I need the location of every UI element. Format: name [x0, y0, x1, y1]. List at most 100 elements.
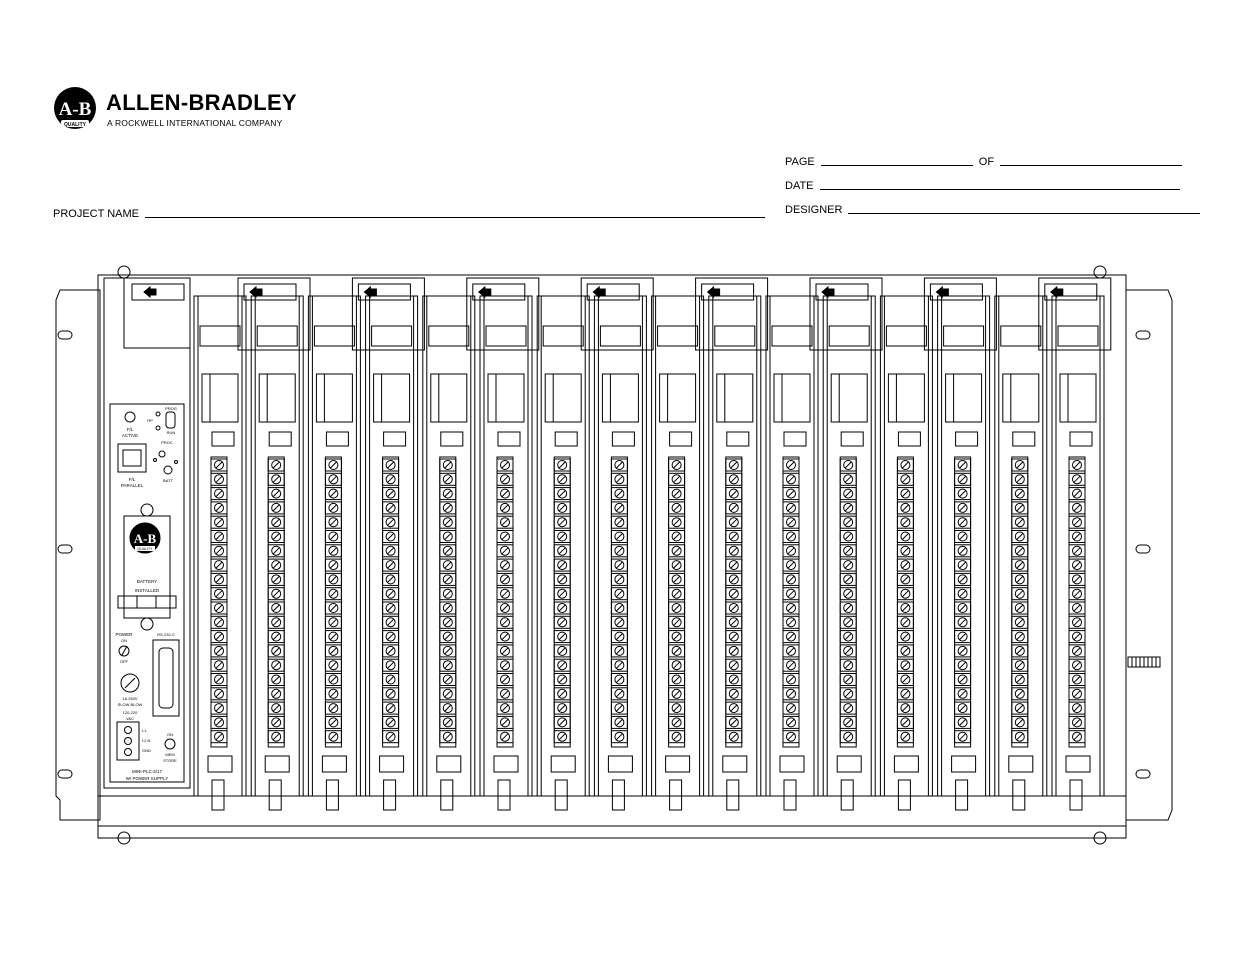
terminal-screw-icon: [843, 603, 854, 613]
module-extractor-handle[interactable]: [466, 277, 540, 351]
project-name-field[interactable]: PROJECT NAME: [53, 208, 765, 220]
terminal-cell: [439, 458, 457, 472]
terminal-screw-icon: [1072, 631, 1082, 642]
io-module-slot[interactable]: [536, 295, 590, 811]
module-extractor-handle[interactable]: [923, 277, 997, 351]
terminal-screw-icon: [957, 688, 968, 699]
page-line[interactable]: [820, 165, 973, 166]
terminal-cell: [782, 587, 800, 601]
terminal-cell: [553, 730, 571, 744]
io-module-body: [1051, 295, 1105, 797]
terminal-screw-icon: [385, 674, 396, 685]
terminal-cell: [439, 615, 457, 629]
io-module-slot[interactable]: [765, 295, 819, 811]
terminal-cell: [496, 644, 514, 658]
io-module-slot[interactable]: [651, 295, 705, 811]
io-module-top-cap: [599, 325, 641, 347]
io-module-slot[interactable]: [937, 295, 991, 811]
io-module-slot[interactable]: [1051, 295, 1105, 811]
logo-mark-text: A-B: [59, 99, 92, 120]
terminal-cell: [267, 730, 285, 744]
io-module-slot[interactable]: [422, 295, 476, 811]
fuse-holder[interactable]: [120, 673, 140, 693]
terminal-screw-icon: [385, 731, 396, 742]
terminal-cell: [1068, 701, 1086, 715]
io-module-bottom-latch: [779, 755, 805, 773]
module-extractor-handle[interactable]: [695, 277, 769, 351]
terminal-cell: [267, 701, 285, 715]
io-module-slot[interactable]: [250, 295, 304, 811]
date-field[interactable]: DATE: [785, 180, 1180, 192]
module-extractor-handle[interactable]: [1038, 277, 1112, 351]
terminal-screw-icon: [728, 545, 739, 556]
terminal-screw-icon: [671, 617, 682, 628]
module-extractor-handle[interactable]: [237, 277, 311, 351]
io-module-body: [307, 295, 361, 797]
io-module-slot[interactable]: [365, 295, 419, 811]
designer-field[interactable]: DESIGNER: [785, 204, 1201, 216]
terminal-screw-icon: [728, 688, 739, 699]
battery-cover-screw-top[interactable]: [140, 503, 154, 517]
io-module-slot[interactable]: [822, 295, 876, 811]
terminal-cell: [382, 673, 400, 686]
terminal-screw-icon: [843, 688, 854, 699]
parallel-port[interactable]: [117, 443, 147, 473]
terminal-screw-icon: [1072, 502, 1082, 513]
io-module-slot[interactable]: [307, 295, 361, 811]
brand-name: ALLEN-BRADLEY: [106, 90, 297, 115]
io-module-body: [651, 295, 705, 797]
terminal-screw-icon: [843, 660, 854, 671]
terminal-cell: [496, 658, 514, 672]
project-name-line[interactable]: [144, 217, 765, 218]
io-module-slot[interactable]: [193, 295, 247, 811]
terminal-screw-icon: [557, 731, 568, 742]
power-terminal-block[interactable]: [116, 721, 140, 761]
terminal-screw-icon: [328, 474, 339, 485]
power-switch[interactable]: [118, 645, 130, 657]
io-module-slot[interactable]: [479, 295, 533, 811]
extractor-body: [466, 277, 540, 351]
terminal-screw-icon: [557, 474, 568, 485]
io-module-body: [365, 295, 419, 797]
terminal-cell: [896, 530, 914, 543]
io-module-release-tab: [955, 779, 969, 811]
terminal-cell: [1068, 673, 1086, 686]
io-module-slot[interactable]: [879, 295, 933, 811]
terminal-screw-icon: [1014, 588, 1025, 599]
io-module-slot[interactable]: [593, 295, 647, 811]
of-label: OF: [978, 156, 995, 168]
terminal-cell: [1011, 687, 1029, 701]
terminal-cell: [725, 701, 743, 715]
terminal-screw-icon: [500, 574, 510, 585]
rs232-connector[interactable]: [152, 639, 180, 717]
terminal-screw-icon: [786, 617, 796, 628]
terminal-screw-icon: [328, 631, 339, 642]
extractor-grip: [701, 283, 755, 301]
mount-slot-right-1: [1135, 330, 1151, 340]
module-extractor-handle[interactable]: [580, 277, 654, 351]
io-module-slot[interactable]: [994, 295, 1048, 811]
terminal-cell: [210, 601, 228, 615]
module-extractor-handle[interactable]: [351, 277, 425, 351]
battery-cover-screw-bottom[interactable]: [140, 617, 154, 631]
terminal-cell: [324, 630, 342, 644]
designer-line[interactable]: [848, 213, 1201, 214]
io-module-slot[interactable]: [708, 295, 762, 811]
extractor-grip: [243, 283, 297, 301]
terminal-screw-icon: [900, 588, 911, 599]
page-field[interactable]: PAGE OF: [785, 156, 1183, 168]
terminal-screw-icon: [328, 645, 339, 656]
of-line[interactable]: [1000, 165, 1183, 166]
mem-store-switch[interactable]: [164, 738, 176, 750]
terminal-screw-icon: [442, 717, 453, 728]
mode-keyswitch[interactable]: [165, 411, 176, 429]
terminal-cell: [1068, 615, 1086, 629]
terminal-screw-icon: [671, 645, 682, 656]
date-line[interactable]: [819, 189, 1180, 190]
module-extractor-handle[interactable]: [809, 277, 883, 351]
terminal-screw-icon: [557, 645, 568, 656]
terminal-cell: [1068, 487, 1086, 501]
terminal-screw-icon: [957, 560, 968, 571]
processor-extractor-handle[interactable]: [131, 283, 185, 301]
terminal-cell: [496, 715, 514, 729]
